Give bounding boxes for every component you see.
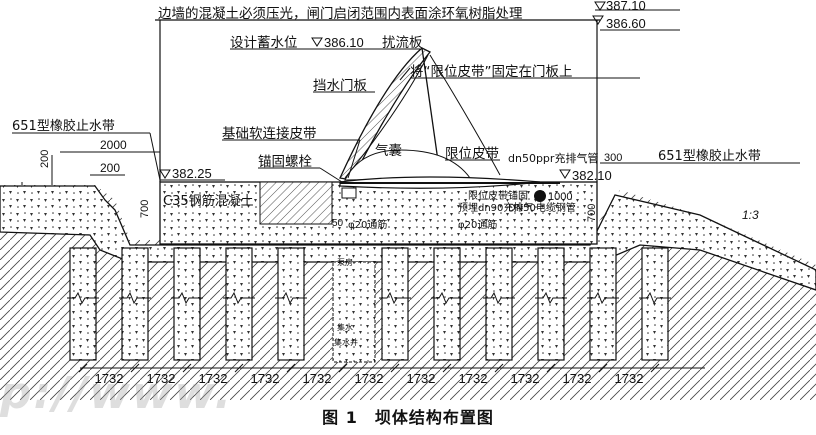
- pile-spacing-dims: 1732 1732 1732 1732 1732 1732 1732 1732 1732 1732…: [78, 363, 660, 386]
- watermark: p://www.: [0, 368, 234, 419]
- pile-dim-tick: [286, 363, 296, 373]
- pile-break-mark: [483, 291, 515, 305]
- soft-joint-label: 基础软连接皮带: [222, 125, 317, 142]
- collection-pit: [332, 261, 376, 363]
- pit-word1: 集水: [337, 322, 353, 332]
- pile-spacing-label: 1732: [615, 371, 644, 386]
- strap-anchor-label: 限位皮带锚固: [468, 189, 528, 202]
- pile-spacing-label: 1732: [407, 371, 436, 386]
- figure-caption: 图 1 坝体结构布置图: [322, 408, 494, 427]
- limit-strap-label: 限位皮带: [445, 146, 499, 162]
- pile: [485, 247, 513, 361]
- pile-break-mark: [67, 291, 99, 305]
- dam-structure-diagram: 边墙的混凝土必须压光，闸门启闭范围内表面涂环氧树脂处理 387.10 386.6…: [0, 0, 816, 400]
- pile: [277, 247, 305, 361]
- airbag-label: 气囊: [375, 142, 402, 159]
- design-level-marker: [311, 37, 323, 47]
- pile-break-mark: [275, 291, 307, 305]
- right-700-dim: 700: [586, 204, 598, 222]
- design-level-value: 386.10: [324, 35, 364, 50]
- pile-spacing-label: 1732: [95, 371, 124, 386]
- pile-break-mark: [587, 291, 619, 305]
- left-200-h-dim: 200: [100, 161, 120, 175]
- elevation-387-10-marker: [594, 1, 606, 11]
- gate-chamber-block: [159, 181, 598, 245]
- steel-pipe-1000: 1000: [548, 191, 572, 203]
- pile-break-mark: [379, 291, 411, 305]
- left-700-dim: 700: [139, 200, 151, 218]
- spacing-50-dim: 50: [332, 218, 344, 229]
- pile: [381, 247, 409, 361]
- pile-dim-tick: [78, 363, 88, 373]
- left-200-v-dim: 200: [39, 150, 51, 168]
- pile-spacing-label: 1732: [251, 371, 280, 386]
- slope-label: 1:3: [742, 208, 759, 222]
- pile: [121, 247, 149, 361]
- pile-spacing-label: 1732: [199, 371, 228, 386]
- pile-dim-tick: [130, 363, 140, 373]
- pile-break-mark: [223, 291, 255, 305]
- pile-spacing-label: 1732: [511, 371, 540, 386]
- cable-pipe-label: DN50电缆钢管: [508, 201, 576, 214]
- pile-break-mark: [639, 291, 671, 305]
- elevation-387-10-label: 387.10: [606, 0, 646, 13]
- pile: [69, 247, 97, 361]
- seal-left-label: 651型橡胶止水带: [12, 118, 115, 134]
- pile-break-mark: [431, 291, 463, 305]
- pile: [589, 247, 617, 361]
- pile-dim-tick: [546, 363, 556, 373]
- pump-room-label: 泵房: [337, 257, 353, 267]
- elevation-386-60-marker: [592, 15, 604, 25]
- gate-leaf-label: 挡水门板: [313, 78, 367, 94]
- concrete-slab: [0, 185, 816, 291]
- cable-pipe-circle: [534, 190, 546, 202]
- pile-dim-tick: [390, 363, 400, 373]
- rebar-mid-label: φ20通筋: [458, 218, 497, 231]
- concrete-label: C35钢筋混凝土: [163, 193, 254, 209]
- top-note-text: 边墙的混凝土必须压光，闸门启闭范围内表面涂环氧树脂处理: [158, 6, 523, 22]
- gate-leaf: [339, 47, 432, 181]
- elevation-386-60-label: 386.60: [606, 16, 646, 31]
- pile-dim-tick: [442, 363, 452, 373]
- left-2000-dim: 2000: [100, 138, 127, 152]
- pile-spacing-label: 1732: [459, 371, 488, 386]
- design-level-label: 设计蓄水位: [230, 35, 298, 51]
- pile-break-mark: [535, 291, 567, 305]
- anchor-zone-hatch: [259, 181, 333, 225]
- pile: [225, 247, 253, 361]
- pile: [537, 247, 565, 361]
- pile-dim-tick: [182, 363, 192, 373]
- pit-word2: 集水井: [334, 337, 358, 347]
- pile-spacing-label: 1732: [355, 371, 384, 386]
- pile-break-mark: [119, 291, 151, 305]
- pile-dim-tick: [494, 363, 504, 373]
- pile-break-mark: [171, 291, 203, 305]
- pile-dim-tick: [338, 363, 348, 373]
- rebar-left-label: φ20通筋: [348, 218, 387, 231]
- seal-right-label: 651型橡胶止水带: [658, 148, 761, 164]
- pile: [641, 247, 669, 361]
- pile: [173, 247, 201, 361]
- pile-dim-tick: [650, 363, 660, 373]
- airbag-outline: [344, 149, 471, 181]
- pile-spacing-label: 1732: [147, 371, 176, 386]
- exhaust-pipe-label: dn50ppr充排气管: [508, 151, 598, 165]
- gate-rotation-arc: [429, 54, 501, 176]
- pile-dim-tick: [598, 363, 608, 373]
- pile-spacing-label: 1732: [563, 371, 592, 386]
- pile-spacing-label: 1732: [303, 371, 332, 386]
- pile: [433, 247, 461, 361]
- fix-strap-label: 将“限位皮带”固定在门板上: [410, 64, 573, 80]
- pile-dim-tick: [234, 363, 244, 373]
- anchor-bolt-label: 锚固螺栓: [258, 154, 312, 170]
- embedded-pipe-label: 预埋dn90充排气: [458, 201, 533, 214]
- elevation-382-25-label: 382.25: [172, 166, 212, 181]
- elevation-382-10-label: 382.10: [572, 168, 612, 183]
- deflector-label: 扰流板: [382, 35, 423, 51]
- limit-strap-line: [421, 47, 441, 176]
- pile-group: [67, 247, 671, 361]
- right-300-dim: 300: [604, 152, 622, 164]
